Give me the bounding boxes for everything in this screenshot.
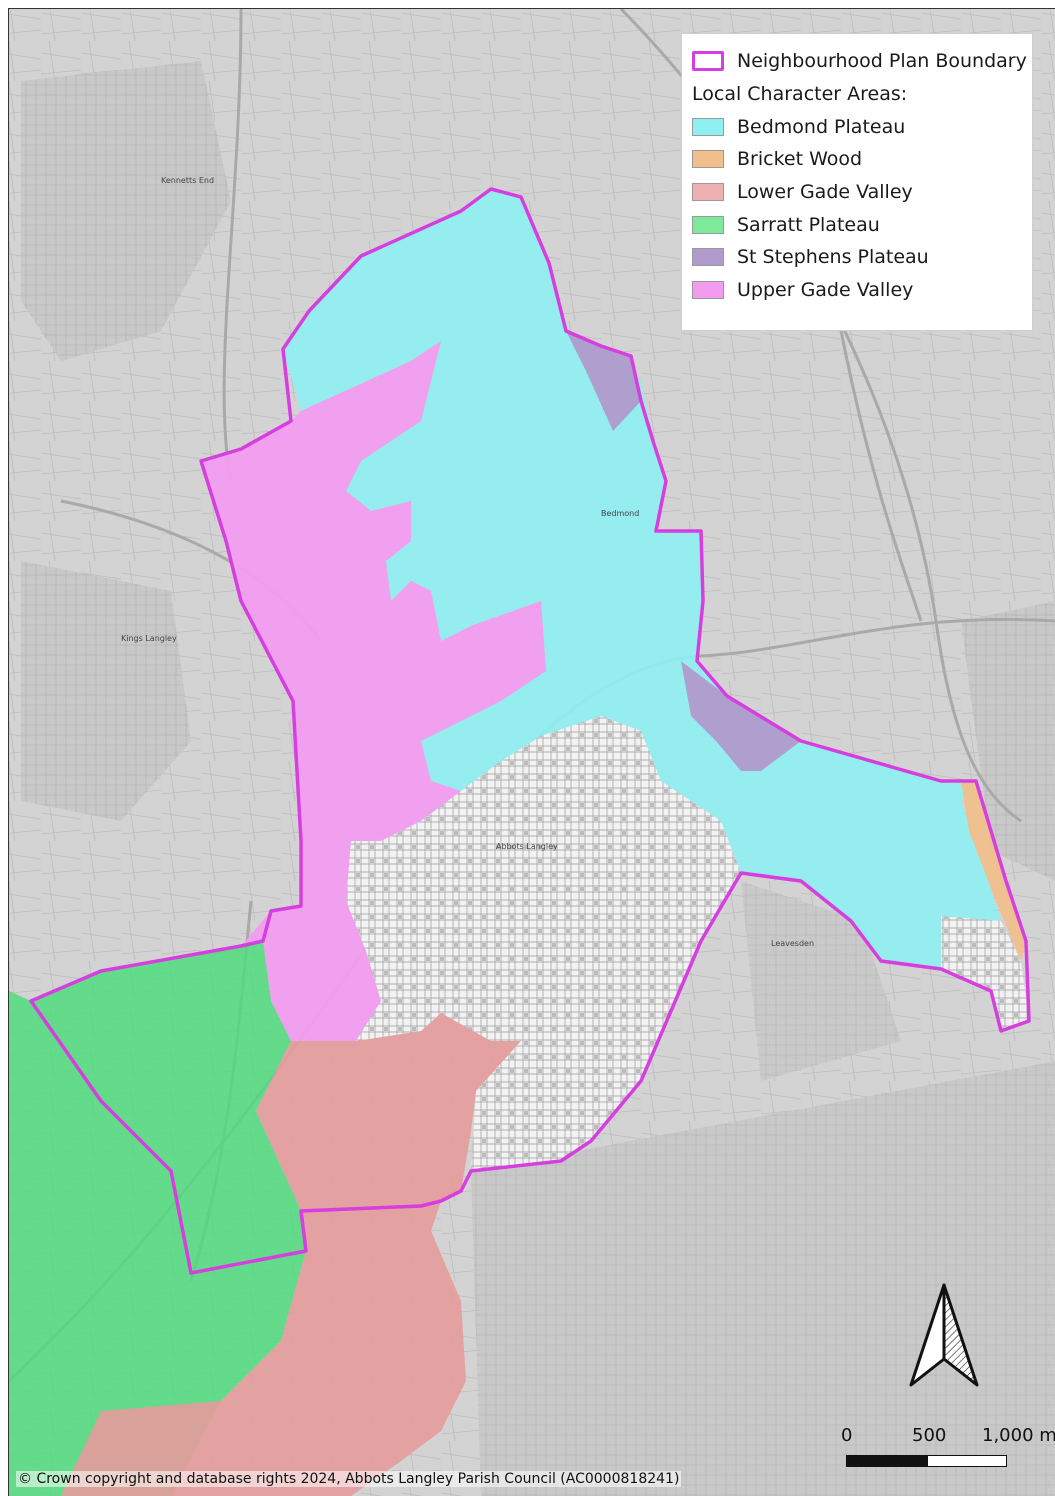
scale-bar: 0 500 1,000 m [837,1425,1055,1475]
legend-item-label: St Stephens Plateau [737,246,929,269]
neighbourhood-plan-boundary[interactable] [29,187,1031,1275]
legend-heading: Local Character Areas: [692,83,908,106]
legend-item-label: Bricket Wood [737,148,863,171]
area-st-stephens-plateau-north[interactable] [566,331,641,431]
legend-boundary-label: Neighbourhood Plan Boundary [737,50,1027,72]
settlement-kings-langley [21,561,191,821]
boundary-swatch [692,51,724,71]
scale-label-0: 0 [841,1425,853,1446]
lower-gade-valley-swatch [692,183,724,202]
area-lower-gade-valley[interactable] [61,1013,521,1496]
legend-item-sarratt-plateau: Sarratt Plateau [692,208,1032,241]
settlement-west [21,61,231,361]
bedmond-plateau-swatch [692,117,724,136]
legend-item-bricket-wood: Bricket Wood [692,143,1032,176]
abbots-langley-urban-area [346,716,741,1171]
map-frame[interactable]: Kennetts End Kings Langley Abbots Langle… [8,8,1055,1496]
area-bedmond-plateau[interactable] [283,189,1001,969]
copyright-notice: © Crown copyright and database rights 20… [16,1471,682,1487]
legend-item-label: Bedmond Plateau [737,115,906,138]
area-upper-gade-valley[interactable] [201,341,546,1041]
legend-item-boundary: Neighbourhood Plan Boundary [692,44,1032,78]
legend-item-lower-gade-valley: Lower Gade Valley [692,176,1032,209]
st-stephens-plateau-swatch [692,248,724,267]
upper-gade-valley-swatch [692,280,724,299]
map-legend: Neighbourhood Plan Boundary Local Charac… [681,33,1033,331]
sarratt-plateau-swatch [692,215,724,234]
scale-label-1000: 1,000 m [982,1425,1055,1446]
area-sarratt-plateau[interactable] [9,941,306,1496]
place-label-abbots-langley: Abbots Langley [496,842,558,851]
legend-item-st-stephens-plateau: St Stephens Plateau [692,241,1032,274]
legend-item-label: Lower Gade Valley [737,181,913,204]
settlement-south [471,1061,1055,1496]
legend-item-upper-gade-valley: Upper Gade Valley [692,274,1032,307]
scale-bar-segment-white [927,1455,1007,1467]
scale-label-500: 500 [912,1425,947,1446]
place-label-leavesden: Leavesden [771,939,814,948]
legend-item-bedmond-plateau: Bedmond Plateau [692,111,1032,144]
settlement-east [961,601,1055,881]
legend-item-label: Sarratt Plateau [737,213,880,236]
bricket-wood-swatch [692,150,724,169]
north-arrow-icon [909,1283,979,1387]
place-label-bedmond: Bedmond [601,509,639,518]
place-label-kennetts-end: Kennetts End [161,176,214,185]
bricket-wood-urban-area [941,916,1029,1031]
legend-item-label: Upper Gade Valley [737,278,914,301]
area-bricket-wood[interactable] [961,781,1026,961]
place-label-kings-langley: Kings Langley [121,634,177,643]
scale-bar-segment-black [846,1455,928,1467]
area-st-stephens-plateau-south[interactable] [681,661,801,771]
